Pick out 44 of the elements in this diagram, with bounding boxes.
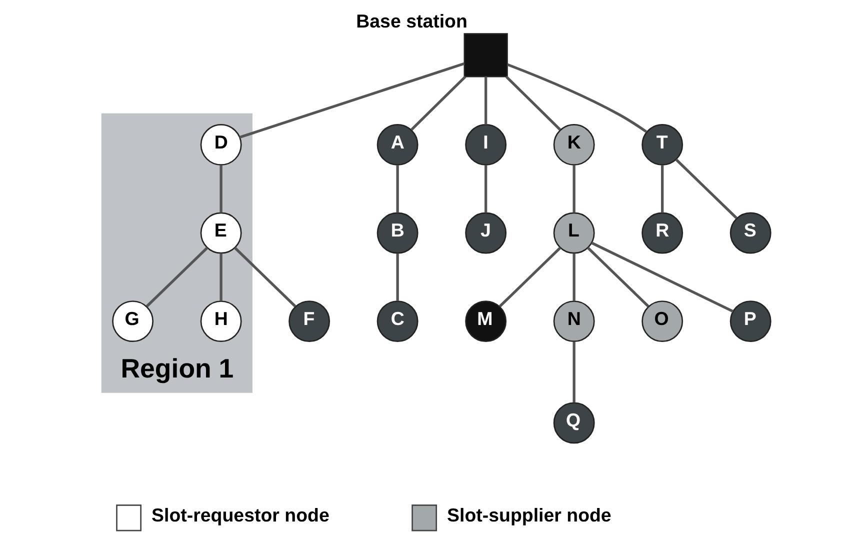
connector	[484, 165, 487, 213]
node-circle: I	[464, 124, 506, 166]
connector	[498, 246, 561, 308]
connector	[410, 76, 466, 131]
connector	[572, 253, 575, 302]
connector	[572, 165, 575, 213]
node-circle: N	[552, 300, 594, 342]
node-label: Base station	[356, 10, 467, 32]
node-circle: A	[376, 124, 418, 166]
connector	[145, 246, 208, 308]
node-box	[463, 33, 508, 78]
connector	[572, 342, 575, 403]
node-circle: P	[729, 300, 771, 342]
connector	[504, 76, 560, 131]
node-circle: G	[112, 300, 154, 342]
legend-label: Slot-supplier node	[446, 504, 611, 526]
node-circle: F	[288, 300, 330, 342]
node-circle: C	[376, 300, 418, 342]
connector	[396, 165, 398, 213]
node-circle: S	[729, 212, 771, 254]
connector	[660, 165, 664, 213]
node-circle: K	[552, 124, 594, 166]
connector	[219, 253, 222, 302]
node-circle: R	[641, 212, 683, 254]
connector	[506, 63, 647, 133]
node-circle: D	[200, 124, 242, 166]
node-circle: T	[641, 124, 683, 166]
node-circle: Q	[552, 402, 594, 444]
connector	[238, 62, 464, 139]
connector	[219, 165, 222, 213]
legend-label: Slot-requestor node	[151, 504, 329, 526]
node-circle: E	[200, 212, 242, 254]
connector	[484, 76, 487, 125]
node-circle: B	[376, 212, 418, 254]
node-circle: H	[200, 300, 242, 342]
node-circle: L	[552, 212, 594, 254]
connector	[233, 246, 296, 308]
connector	[590, 242, 734, 313]
node-circle: M	[464, 300, 506, 342]
node-circle: J	[464, 212, 506, 254]
connector	[674, 158, 738, 220]
node-circle: O	[641, 300, 683, 342]
connector	[586, 246, 649, 308]
connector	[396, 253, 398, 302]
